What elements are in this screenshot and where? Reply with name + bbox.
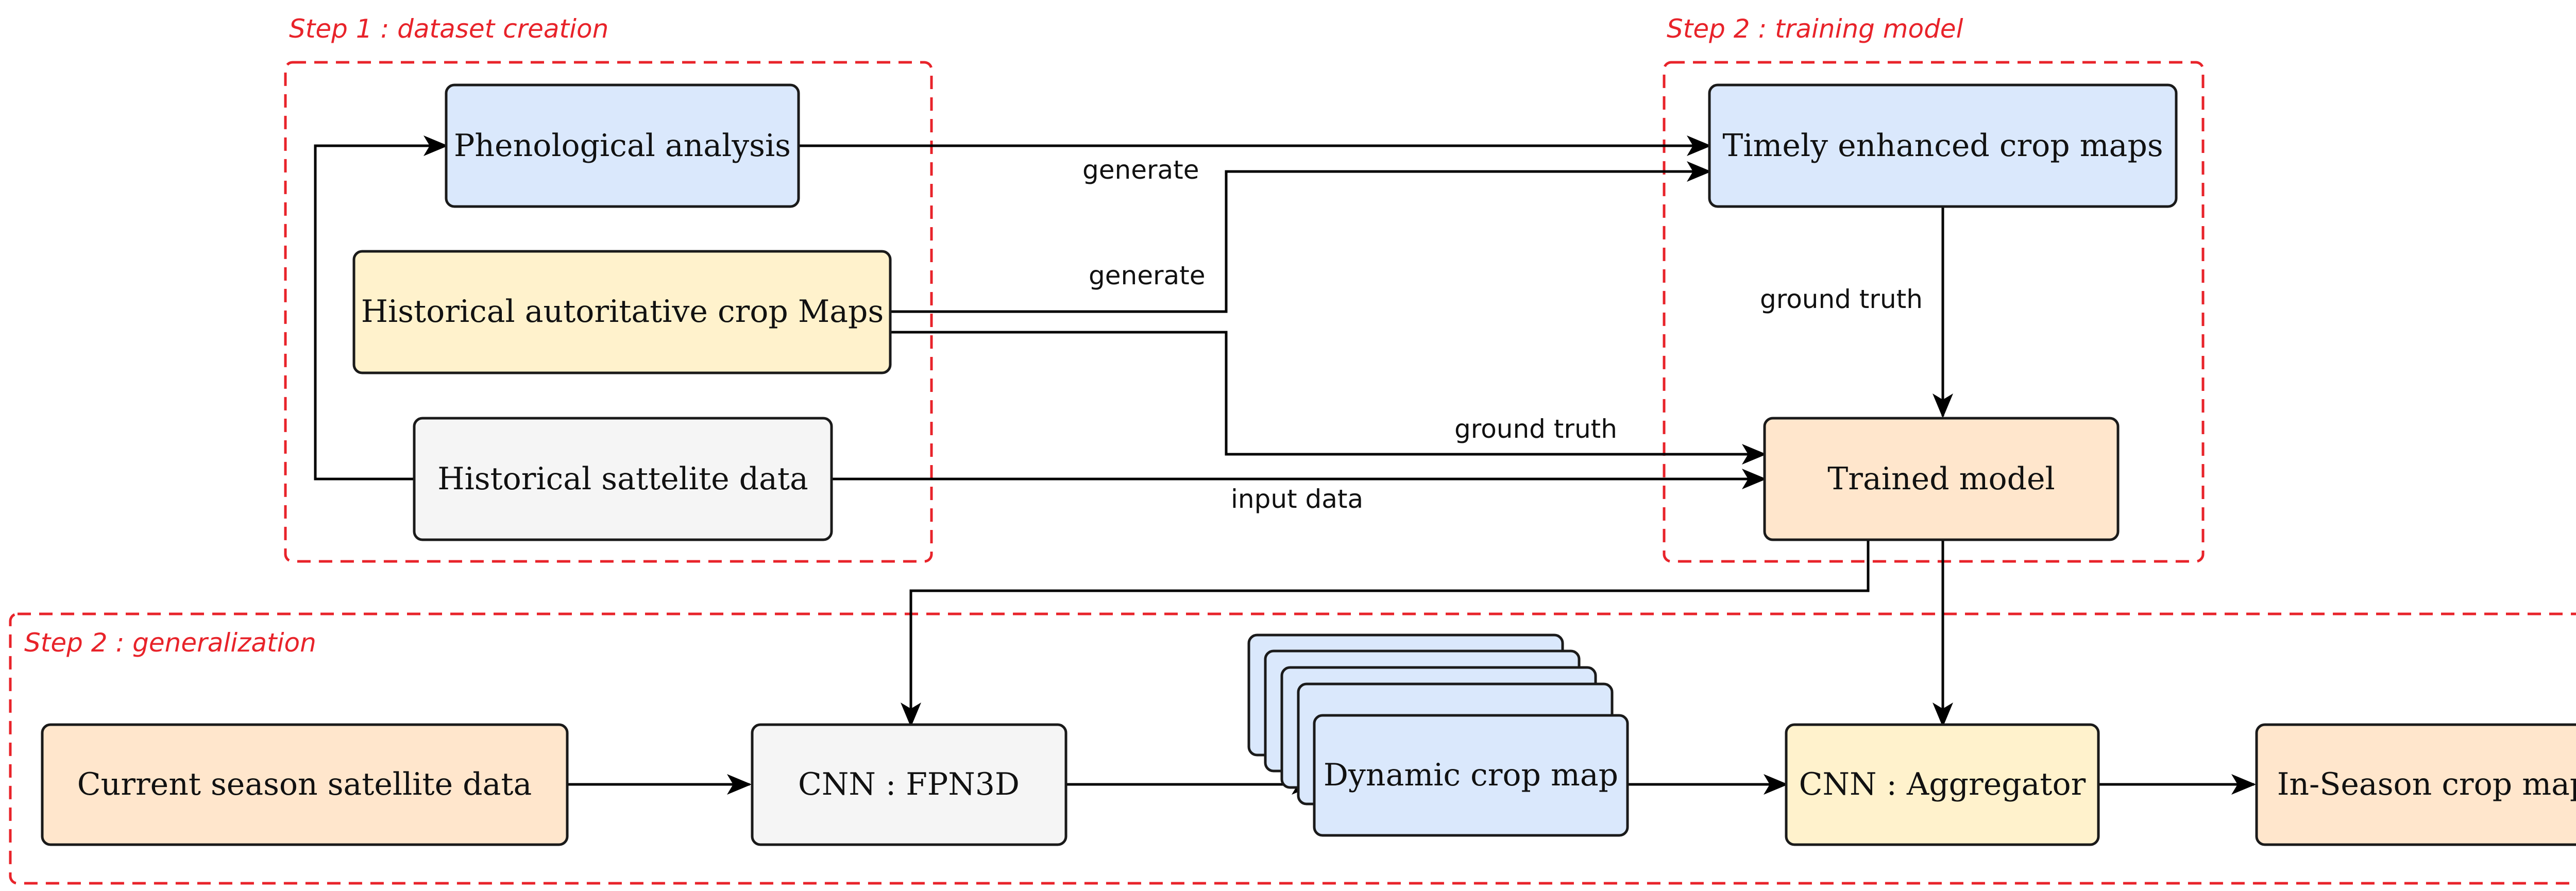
- node-historical-crop-maps-label: Historical autoritative crop Maps: [361, 294, 884, 330]
- node-current-season-data: Current season satellite data: [41, 723, 569, 846]
- edge-label-input-data: input data: [1231, 484, 1363, 514]
- group-step2-training-label: Step 2 : training model: [1667, 14, 1963, 44]
- group-step1: Step 1 : dataset creation: [284, 14, 933, 563]
- node-historical-crop-maps: Historical autoritative crop Maps: [352, 250, 892, 374]
- edge-label-generate-1: generate: [1082, 155, 1199, 185]
- node-cnn-aggregator-label: CNN : Aggregator: [1799, 766, 2086, 802]
- group-step1-border: [284, 61, 933, 563]
- connectors: generate generate ground truth input dat…: [314, 135, 2256, 795]
- node-phenological-analysis: Phenological analysis: [445, 83, 800, 208]
- node-timely-enhanced-maps-label: Timely enhanced crop maps: [1722, 128, 2163, 164]
- edge-label-ground-truth-2: ground truth: [1454, 414, 1617, 444]
- edge-satellite-to-phenological: [314, 135, 448, 481]
- dynamic-crop-map-front: [1313, 714, 1629, 837]
- node-in-season-crop-map-label: In-Season crop map: [2277, 766, 2576, 802]
- node-historical-satellite-data-label: Historical sattelite data: [437, 461, 808, 497]
- edge-maps-to-timely: [890, 161, 1711, 313]
- node-cnn-fpn3d: CNN : FPN3D: [751, 723, 1067, 846]
- node-cnn-aggregator: CNN : Aggregator: [1785, 723, 2100, 846]
- group-step2-generalization: Step 2 : generalization: [9, 612, 2576, 885]
- node-in-season-crop-map: In-Season crop map: [2255, 723, 2576, 846]
- node-dynamic-crop-map-stack: Dynamic crop map: [1247, 633, 1629, 837]
- group-step2-generalization-border: [9, 612, 2576, 885]
- edge-label-ground-truth-1: ground truth: [1760, 284, 1923, 314]
- node-trained-model-label: Trained model: [1827, 461, 2055, 497]
- node-phenological-analysis-label: Phenological analysis: [454, 128, 791, 164]
- node-historical-satellite-data: Historical sattelite data: [413, 417, 833, 541]
- node-timely-enhanced-maps: Timely enhanced crop maps: [1708, 83, 2178, 208]
- group-step2-training: Step 2 : training model: [1663, 14, 2205, 563]
- node-trained-model: Trained model: [1763, 417, 2120, 541]
- edge-maps-to-model: [890, 331, 1767, 465]
- node-current-season-data-label: Current season satellite data: [77, 766, 532, 802]
- group-step2-generalization-label: Step 2 : generalization: [24, 628, 316, 658]
- nodes: Phenological analysis Historical autorit…: [41, 83, 2576, 846]
- edge-model-to-fpn3d: [901, 540, 1870, 727]
- group-step1-label: Step 1 : dataset creation: [289, 14, 608, 44]
- node-cnn-fpn3d-label: CNN : FPN3D: [798, 766, 1020, 802]
- node-dynamic-crop-map-label: Dynamic crop map: [1324, 757, 1618, 793]
- group-step2-training-border: [1663, 61, 2205, 563]
- edge-label-generate-2: generate: [1089, 261, 1206, 290]
